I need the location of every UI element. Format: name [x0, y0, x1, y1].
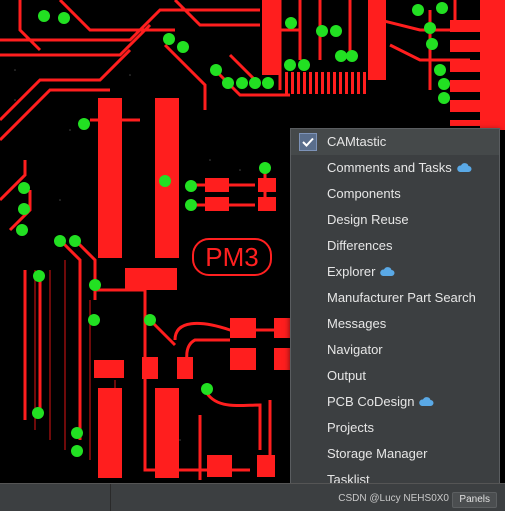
- menu-item-output[interactable]: Output: [291, 363, 499, 389]
- cloud-icon: [418, 390, 434, 416]
- menu-item-manufacturer-part-search[interactable]: Manufacturer Part Search: [291, 285, 499, 311]
- menu-item-label: Differences: [327, 238, 393, 253]
- status-bar-divider: [110, 484, 111, 511]
- menu-item-label: PCB CoDesign: [327, 394, 415, 409]
- menu-item-differences[interactable]: Differences: [291, 233, 499, 259]
- menu-item-label: Comments and Tasks: [327, 160, 452, 175]
- menu-item-label: Manufacturer Part Search: [327, 290, 476, 305]
- cloud-icon: [379, 260, 395, 286]
- menu-item-components[interactable]: Components: [291, 181, 499, 207]
- menu-item-navigator[interactable]: Navigator: [291, 337, 499, 363]
- svg-text:PM3: PM3: [205, 242, 258, 272]
- menu-item-label: Explorer: [327, 264, 376, 279]
- watermark-text: CSDN @Lucy NEHS0X0: [338, 493, 449, 504]
- menu-item-label: Messages: [327, 316, 387, 331]
- menu-item-design-reuse[interactable]: Design Reuse: [291, 207, 499, 233]
- menu-item-messages[interactable]: Messages: [291, 311, 499, 337]
- cloud-icon: [456, 156, 472, 182]
- menu-item-label: Projects: [327, 420, 374, 435]
- menu-item-projects[interactable]: Projects: [291, 415, 499, 441]
- menu-item-explorer[interactable]: Explorer: [291, 259, 499, 285]
- silkscreen-label: PM3: [192, 238, 272, 276]
- menu-item-storage-manager[interactable]: Storage Manager: [291, 441, 499, 467]
- menu-item-label: CAMtastic: [327, 134, 387, 149]
- menu-item-camtastic[interactable]: CAMtastic: [291, 129, 499, 155]
- menu-item-label: Design Reuse: [327, 212, 409, 227]
- menu-item-pcb-codesign[interactable]: PCB CoDesign: [291, 389, 499, 415]
- panels-button[interactable]: Panels: [452, 492, 497, 508]
- menu-item-label: Storage Manager: [327, 446, 428, 461]
- status-bar: CSDN @Lucy NEHS0X0 Panels: [0, 483, 505, 511]
- menu-item-comments-and-tasks[interactable]: Comments and Tasks: [291, 155, 499, 181]
- checkmark-icon: [299, 133, 317, 151]
- menu-item-label: Output: [327, 368, 367, 383]
- menu-item-label: Navigator: [327, 342, 383, 357]
- menu-item-label: Components: [327, 186, 401, 201]
